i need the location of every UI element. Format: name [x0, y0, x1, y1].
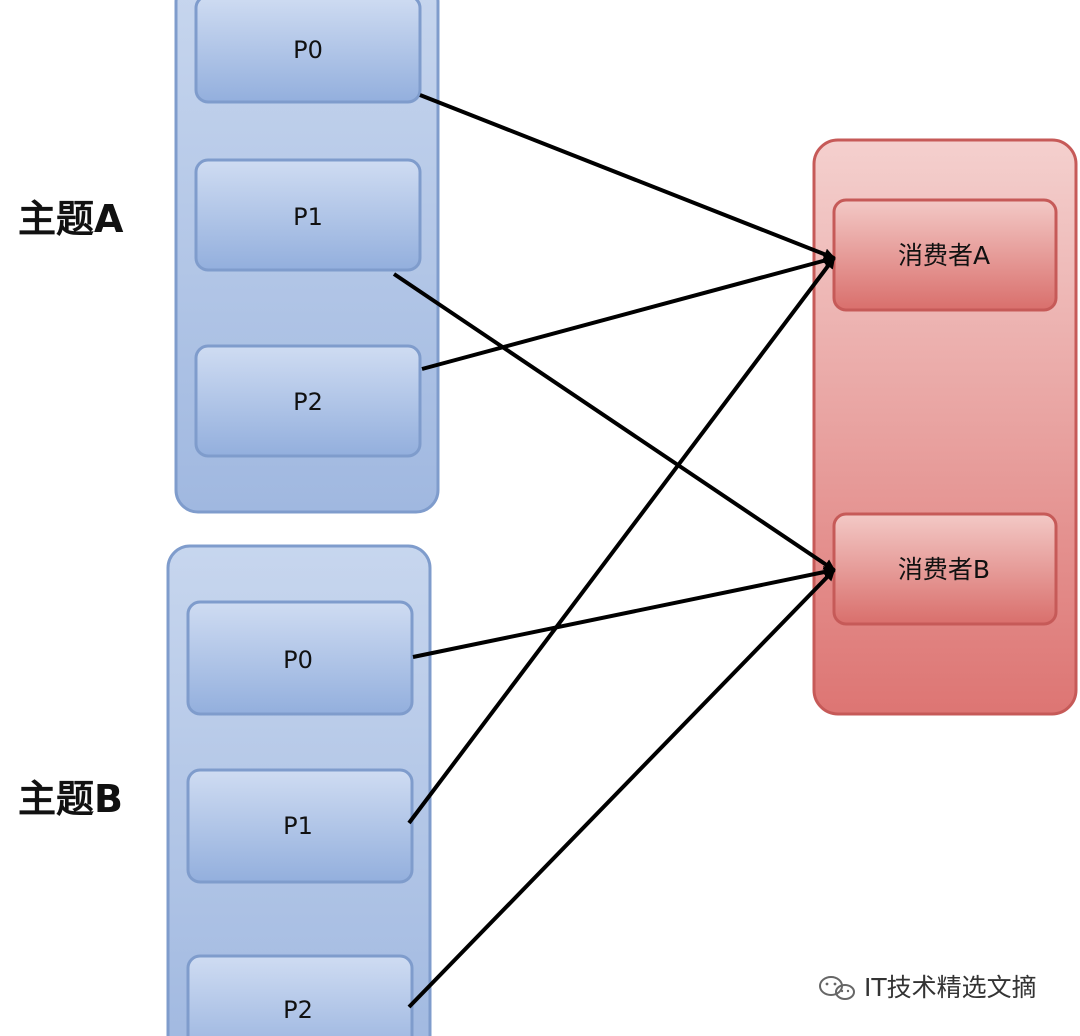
partition-label: P1 [283, 812, 313, 840]
consumer-group: 消费者A 消费者B [812, 138, 1078, 716]
partition-label: P0 [283, 646, 313, 674]
arrow-topic-b-p0-to-consumer-b [412, 566, 836, 659]
partition-label: P2 [293, 388, 323, 416]
partition-label: P2 [283, 996, 313, 1024]
wechat-icon [819, 976, 855, 1000]
topic-a-partition-p2: P2 [194, 344, 422, 458]
topic-b-partition-p0: P0 [186, 600, 414, 716]
topic-b-group: 主题B P0 P1 P2 [18, 544, 432, 1036]
assignment-arrows [392, 93, 836, 1009]
arrow-topic-b-p1-to-consumer-a [407, 256, 836, 825]
arrow-topic-a-p0-to-consumer-a [419, 93, 836, 260]
topic-a-partition-p1: P1 [194, 158, 422, 272]
topic-b-partition-p1: P1 [186, 768, 414, 884]
topic-a-label: 主题A [18, 197, 124, 241]
topic-b-partition-p2: P2 [186, 954, 414, 1036]
consumer-a-label: 消费者A [898, 241, 990, 270]
watermark: IT技术精选文摘 [819, 973, 1037, 1002]
consumer-a: 消费者A [832, 198, 1058, 312]
arrow-topic-b-p2-to-consumer-b [407, 568, 836, 1009]
topic-b-label: 主题B [18, 777, 123, 821]
consumer-b-label: 消费者B [898, 555, 990, 584]
arrow-topic-a-p2-to-consumer-a [421, 254, 836, 371]
partition-label: P0 [293, 36, 323, 64]
arrow-topic-a-p1-to-consumer-b [392, 272, 836, 572]
watermark-text: IT技术精选文摘 [864, 973, 1037, 1002]
topic-a-partition-p0: P0 [194, 0, 422, 104]
topic-a-group: 主题A P0 P1 P2 [18, 0, 440, 514]
consumer-b: 消费者B [832, 512, 1058, 626]
partition-label: P1 [293, 203, 323, 231]
